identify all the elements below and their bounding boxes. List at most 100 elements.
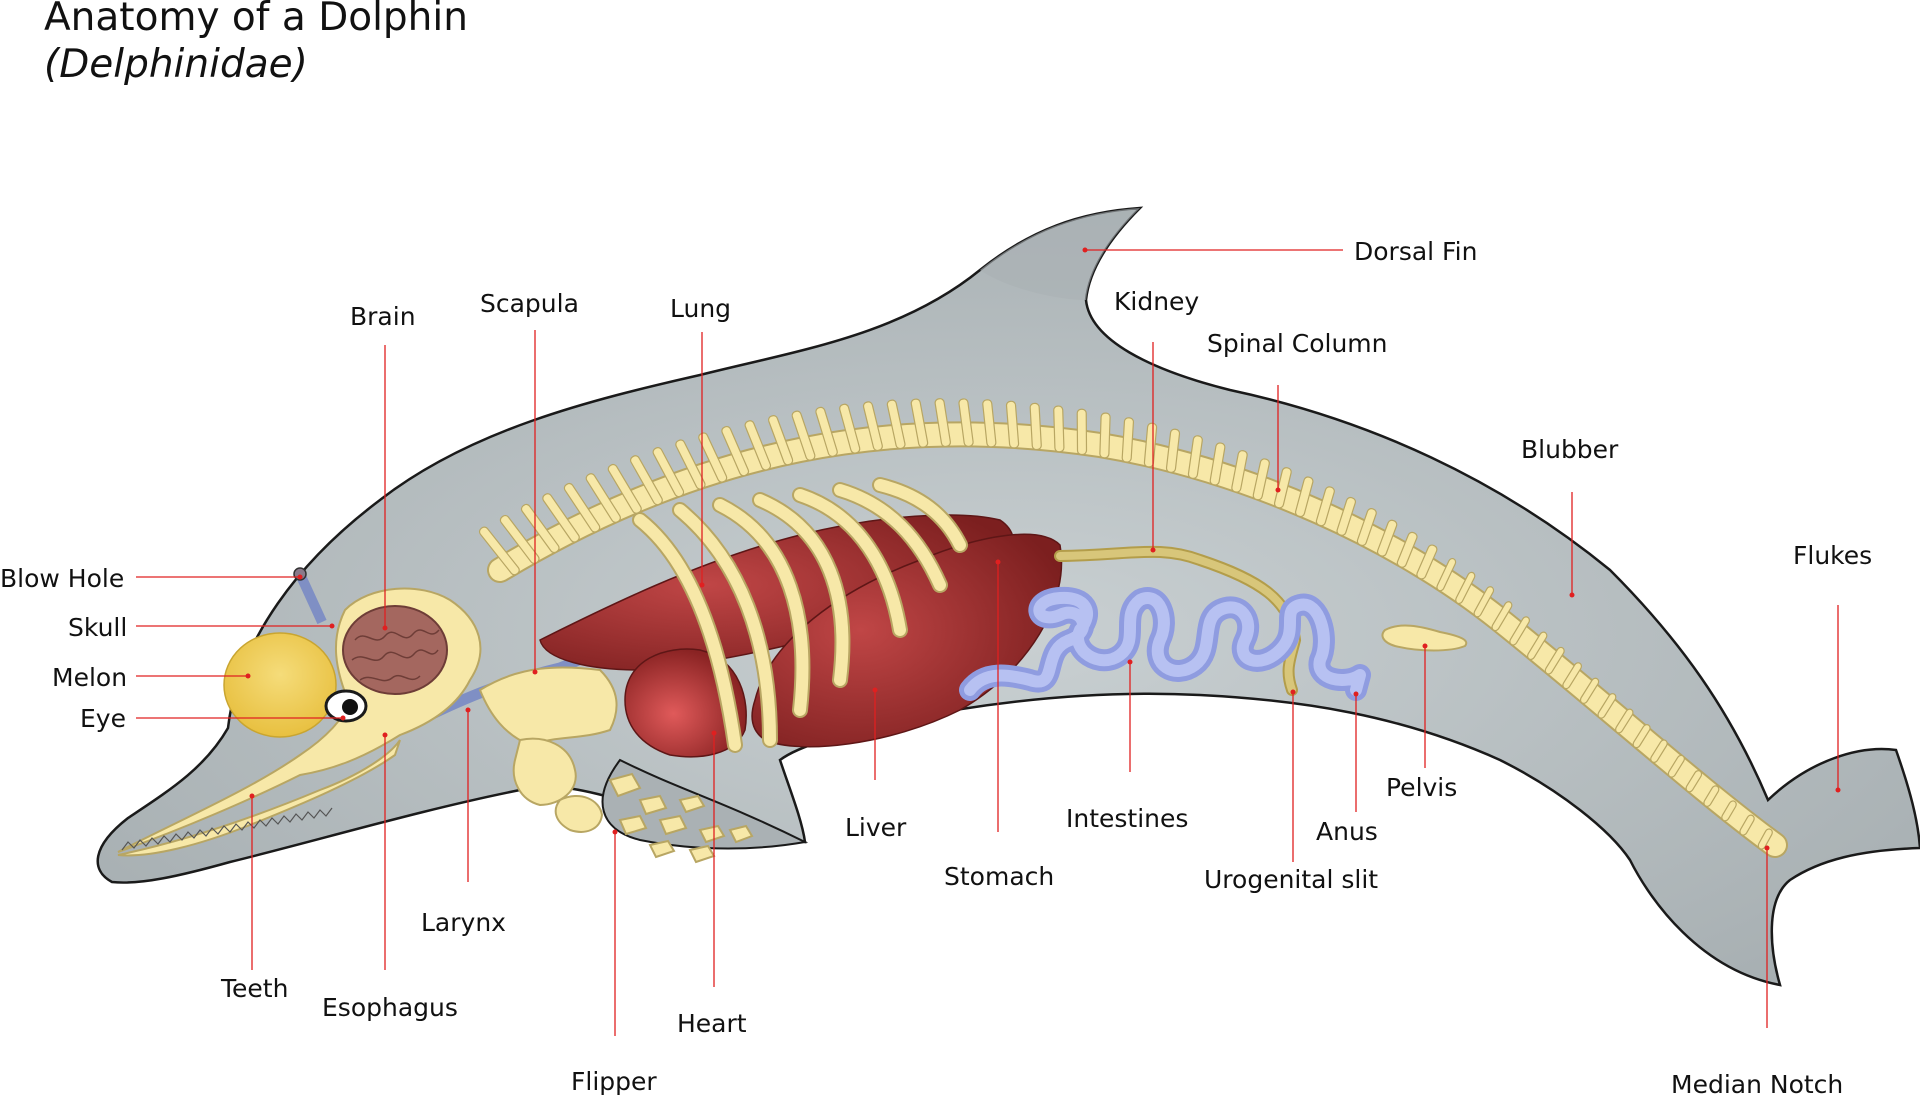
label-spinal-column: Spinal Column bbox=[1207, 329, 1387, 358]
label-blow-hole: Blow Hole bbox=[0, 564, 124, 593]
vertebra bbox=[1005, 400, 1020, 449]
vertebra bbox=[958, 398, 974, 447]
vertebra bbox=[542, 493, 580, 543]
diagram-subtitle: (Delphinidae) bbox=[44, 42, 308, 87]
label-brain: Brain bbox=[350, 302, 416, 331]
vertebra bbox=[1527, 631, 1548, 661]
vertebra bbox=[1721, 800, 1737, 822]
vertebra bbox=[1615, 708, 1634, 734]
label-anus: Anus bbox=[1316, 817, 1378, 846]
pelvis bbox=[1381, 624, 1468, 652]
vertebra bbox=[791, 410, 816, 461]
label-larynx: Larynx bbox=[421, 908, 506, 937]
vertebra bbox=[1231, 450, 1248, 493]
vertebra bbox=[1029, 402, 1042, 451]
vertebra bbox=[815, 406, 838, 457]
vertebra bbox=[1473, 586, 1495, 618]
label-flukes: Flukes bbox=[1793, 541, 1872, 570]
vertebra bbox=[1544, 646, 1565, 675]
vertebra bbox=[1562, 662, 1583, 690]
vertebra bbox=[563, 482, 601, 533]
dorsal-fin bbox=[980, 208, 1140, 300]
vertebra bbox=[1209, 442, 1226, 486]
vertebra bbox=[982, 399, 997, 448]
diagram-title: Anatomy of a Dolphin bbox=[44, 0, 468, 40]
vertebra bbox=[1076, 408, 1088, 456]
label-urogenital-slit: Urogenital slit bbox=[1204, 865, 1378, 894]
vertebra bbox=[1187, 435, 1203, 479]
label-intestines: Intestines bbox=[1066, 804, 1188, 833]
leader-lines bbox=[136, 249, 1839, 1036]
leader-dots bbox=[245, 247, 1841, 851]
vertebra bbox=[1491, 601, 1513, 632]
vertebra bbox=[629, 455, 663, 506]
vertebra bbox=[862, 401, 883, 452]
teeth-row bbox=[121, 807, 333, 851]
label-esophagus: Esophagus bbox=[322, 993, 458, 1022]
label-heart: Heart bbox=[677, 1009, 747, 1038]
label-kidney: Kidney bbox=[1114, 287, 1199, 316]
label-dorsal-fin: Dorsal Fin bbox=[1354, 237, 1477, 266]
vertebra bbox=[1632, 724, 1651, 749]
vertebra bbox=[721, 425, 750, 477]
vertebra bbox=[478, 526, 520, 576]
vertebra bbox=[1667, 754, 1685, 778]
vertebra bbox=[1121, 417, 1135, 463]
label-median-notch: Median Notch bbox=[1671, 1070, 1843, 1096]
label-blubber: Blubber bbox=[1521, 435, 1619, 464]
vertebra bbox=[1597, 693, 1617, 719]
vertebrae bbox=[478, 398, 1773, 850]
vertebra bbox=[1757, 828, 1773, 850]
vertebra bbox=[1315, 486, 1335, 527]
vertebra bbox=[1356, 508, 1377, 547]
vertebra bbox=[1396, 531, 1418, 568]
vertebra bbox=[1252, 458, 1270, 501]
label-melon: Melon bbox=[52, 663, 127, 692]
vertebra bbox=[767, 415, 794, 466]
blow-hole-duct bbox=[295, 571, 327, 625]
vertebra bbox=[652, 447, 685, 498]
label-teeth: Teeth bbox=[220, 974, 288, 1003]
label-scapula: Scapula bbox=[480, 289, 579, 318]
jaw bbox=[117, 739, 401, 857]
intestines-inner bbox=[964, 591, 1366, 696]
vertebra bbox=[1053, 405, 1065, 453]
vertebra bbox=[1376, 519, 1398, 557]
label-stomach: Stomach bbox=[944, 862, 1054, 891]
melon bbox=[223, 632, 337, 738]
vertebra bbox=[839, 403, 861, 454]
vertebra bbox=[934, 398, 951, 448]
vertebra bbox=[1703, 785, 1720, 807]
vertebra bbox=[1416, 544, 1438, 580]
vertebra bbox=[1336, 496, 1357, 536]
vertebra bbox=[607, 463, 642, 514]
brain-folds bbox=[351, 629, 440, 682]
vertebra bbox=[1509, 616, 1530, 646]
label-eye: Eye bbox=[80, 704, 126, 733]
vertebra bbox=[1294, 476, 1314, 518]
vertebra bbox=[744, 420, 772, 471]
vertebra bbox=[585, 473, 621, 523]
kidney-tube-fill bbox=[1056, 547, 1300, 694]
vertebra bbox=[1099, 412, 1111, 459]
vertebra bbox=[1165, 428, 1181, 473]
vertebra bbox=[499, 514, 540, 565]
brain bbox=[342, 605, 448, 695]
vertebra bbox=[910, 398, 929, 448]
vertebra bbox=[1650, 739, 1668, 763]
vertebra bbox=[1685, 770, 1703, 793]
label-lung: Lung bbox=[670, 294, 731, 323]
vertebra bbox=[1436, 557, 1457, 592]
vertebra bbox=[1579, 677, 1600, 704]
label-skull: Skull bbox=[68, 613, 127, 642]
scapula bbox=[478, 666, 618, 747]
label-liver: Liver bbox=[845, 813, 907, 842]
vertebra bbox=[1455, 571, 1476, 605]
label-pelvis: Pelvis bbox=[1386, 773, 1457, 802]
label-flipper: Flipper bbox=[571, 1067, 657, 1096]
eye-pupil bbox=[342, 699, 358, 715]
vertebra bbox=[520, 503, 560, 554]
vertebra bbox=[1739, 814, 1755, 836]
vertebra bbox=[886, 399, 906, 450]
